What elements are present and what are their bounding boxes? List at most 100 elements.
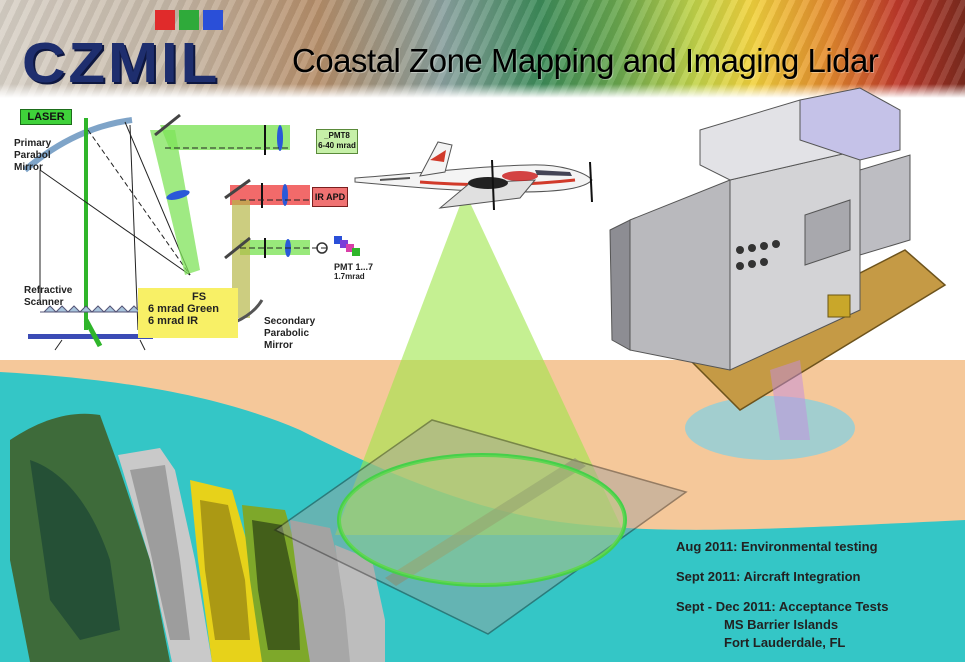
aircraft-hstab bbox=[379, 177, 411, 181]
aircraft-tail-stripe bbox=[430, 150, 446, 162]
lens bbox=[166, 190, 190, 200]
sensor-connector bbox=[760, 258, 768, 266]
sensor-window bbox=[685, 396, 855, 460]
aircraft-prop-1 bbox=[491, 159, 495, 211]
lens bbox=[277, 125, 283, 151]
aircraft-windows bbox=[535, 170, 572, 176]
sensor-connectors bbox=[736, 240, 780, 270]
ray bbox=[39, 169, 191, 276]
sensor-left-housing-side bbox=[609, 219, 631, 351]
output-ray bbox=[54, 339, 63, 351]
project-timeline: Aug 2011: Environmental testing Sept 201… bbox=[676, 538, 956, 652]
sensor-left-housing bbox=[629, 179, 731, 371]
fs-box bbox=[138, 288, 238, 338]
sensor-right-module bbox=[859, 154, 911, 256]
pmt8-label-line: _PMT8 bbox=[324, 131, 350, 140]
sensor-brass-canister bbox=[827, 294, 851, 318]
primary-mirror-label-line: Mirror bbox=[14, 162, 43, 173]
timeline-item: Sept - Dec 2011: Acceptance Tests bbox=[676, 599, 889, 614]
pmt-element bbox=[340, 240, 348, 248]
pmt-detector bbox=[316, 242, 328, 254]
pmt17-label: PMT 1...7 1.7mrad bbox=[334, 262, 373, 282]
green-beam-path bbox=[160, 125, 290, 150]
pmt-element bbox=[334, 236, 342, 244]
sensor-connector bbox=[736, 246, 744, 254]
secondary-mirror-label-line: Parabolic bbox=[264, 328, 310, 339]
logo-square-red bbox=[155, 10, 175, 30]
sensor-connector bbox=[772, 240, 780, 248]
primary-parabolic-mirror bbox=[23, 117, 133, 173]
scanner-base bbox=[28, 334, 153, 339]
banner-fade bbox=[0, 84, 965, 98]
strip-gray-2 bbox=[290, 520, 352, 662]
pmt-element bbox=[346, 244, 354, 252]
laser-label: LASER bbox=[20, 109, 72, 125]
fold-mirror bbox=[224, 178, 251, 200]
green-beam-vertical bbox=[150, 130, 200, 275]
primary-mirror-label: Primary Parabol Mirror bbox=[14, 138, 51, 174]
strip-rgb-detail bbox=[30, 460, 120, 640]
pmt-array bbox=[316, 236, 360, 256]
page-title: Coastal Zone Mapping and Imaging Lidar bbox=[292, 42, 879, 79]
aircraft-fuselage bbox=[354, 164, 593, 193]
aircraft-engine-left bbox=[468, 177, 508, 189]
lidar-beam-cone bbox=[335, 192, 625, 535]
scan-swath bbox=[385, 458, 586, 586]
sensor-hardware bbox=[609, 87, 947, 460]
pmt17-label-line: PMT 1...7 bbox=[334, 262, 374, 272]
pmt8-label-line: 6-40 mrad bbox=[318, 141, 356, 150]
logo-square-blue bbox=[203, 10, 223, 30]
strip-green-detail bbox=[252, 520, 300, 650]
primary-mirror-label-line: Primary bbox=[14, 138, 52, 149]
optics-diagram bbox=[23, 113, 360, 351]
secondary-mirror-label-line: Mirror bbox=[264, 340, 293, 351]
strip-gray-3 bbox=[335, 545, 385, 662]
ray bbox=[87, 129, 191, 276]
pmt17-label-line: 1.7mrad bbox=[334, 272, 365, 281]
sensor-beam-column bbox=[770, 360, 810, 440]
fold-mirror bbox=[224, 236, 251, 260]
fs-label-line: 6 mrad IR bbox=[148, 315, 199, 327]
aircraft-engine-right bbox=[502, 171, 538, 181]
aircraft bbox=[354, 141, 593, 211]
secondary-mirror-label-line: Secondary bbox=[264, 316, 316, 327]
fs-label-line: 6 mrad Green bbox=[148, 303, 219, 315]
logo-color-squares bbox=[155, 10, 227, 35]
sensor-side-panel bbox=[804, 199, 851, 266]
green-beam-lower bbox=[240, 240, 310, 255]
output-ray bbox=[139, 339, 146, 351]
timeline-sub-item: Fort Lauderdale, FL bbox=[724, 635, 846, 650]
footprint-fill bbox=[339, 455, 625, 585]
timeline-sub-item: MS Barrier Islands bbox=[724, 617, 839, 632]
fs-label: FS 6 mrad Green 6 mrad IR bbox=[148, 291, 219, 327]
fs-label-line: FS bbox=[192, 291, 207, 303]
aircraft-wing bbox=[438, 179, 537, 209]
primary-mirror-label-line: Parabol bbox=[14, 150, 51, 161]
strip-yellow-detail bbox=[200, 500, 250, 640]
logo-square-green bbox=[179, 10, 199, 30]
refractive-scanner-label-line: Refractive bbox=[24, 285, 73, 296]
secondary-mirror-label: Secondary Parabolic Mirror bbox=[264, 316, 315, 352]
fold-mirror bbox=[154, 113, 181, 137]
output-ray bbox=[83, 318, 103, 348]
pmt-element bbox=[352, 248, 360, 256]
czmil-logo: CZMIL bbox=[22, 30, 221, 95]
refractive-scanner-label: Refractive Scanner bbox=[24, 285, 72, 309]
refractive-scanner-label-line: Scanner bbox=[24, 297, 64, 308]
aircraft-prop-2 bbox=[589, 161, 593, 203]
lens bbox=[282, 184, 288, 206]
imagery-strips bbox=[10, 413, 385, 662]
sensor-connector bbox=[760, 242, 768, 250]
ir-apd-label: IR APD bbox=[312, 187, 348, 207]
sensor-purple-module bbox=[799, 87, 901, 161]
ray bbox=[129, 124, 139, 331]
sensor-connector bbox=[748, 260, 756, 268]
sensor-connector bbox=[736, 262, 744, 270]
timeline-item: Aug 2011: Environmental testing bbox=[676, 539, 878, 554]
pmt8-label: _PMT8 6-40 mrad bbox=[316, 129, 358, 154]
timeline-item: Sept 2011: Aircraft Integration bbox=[676, 569, 861, 584]
sensor-connector bbox=[748, 244, 756, 252]
strip-gray-1-detail bbox=[130, 465, 190, 640]
footprint-ring bbox=[337, 453, 627, 587]
